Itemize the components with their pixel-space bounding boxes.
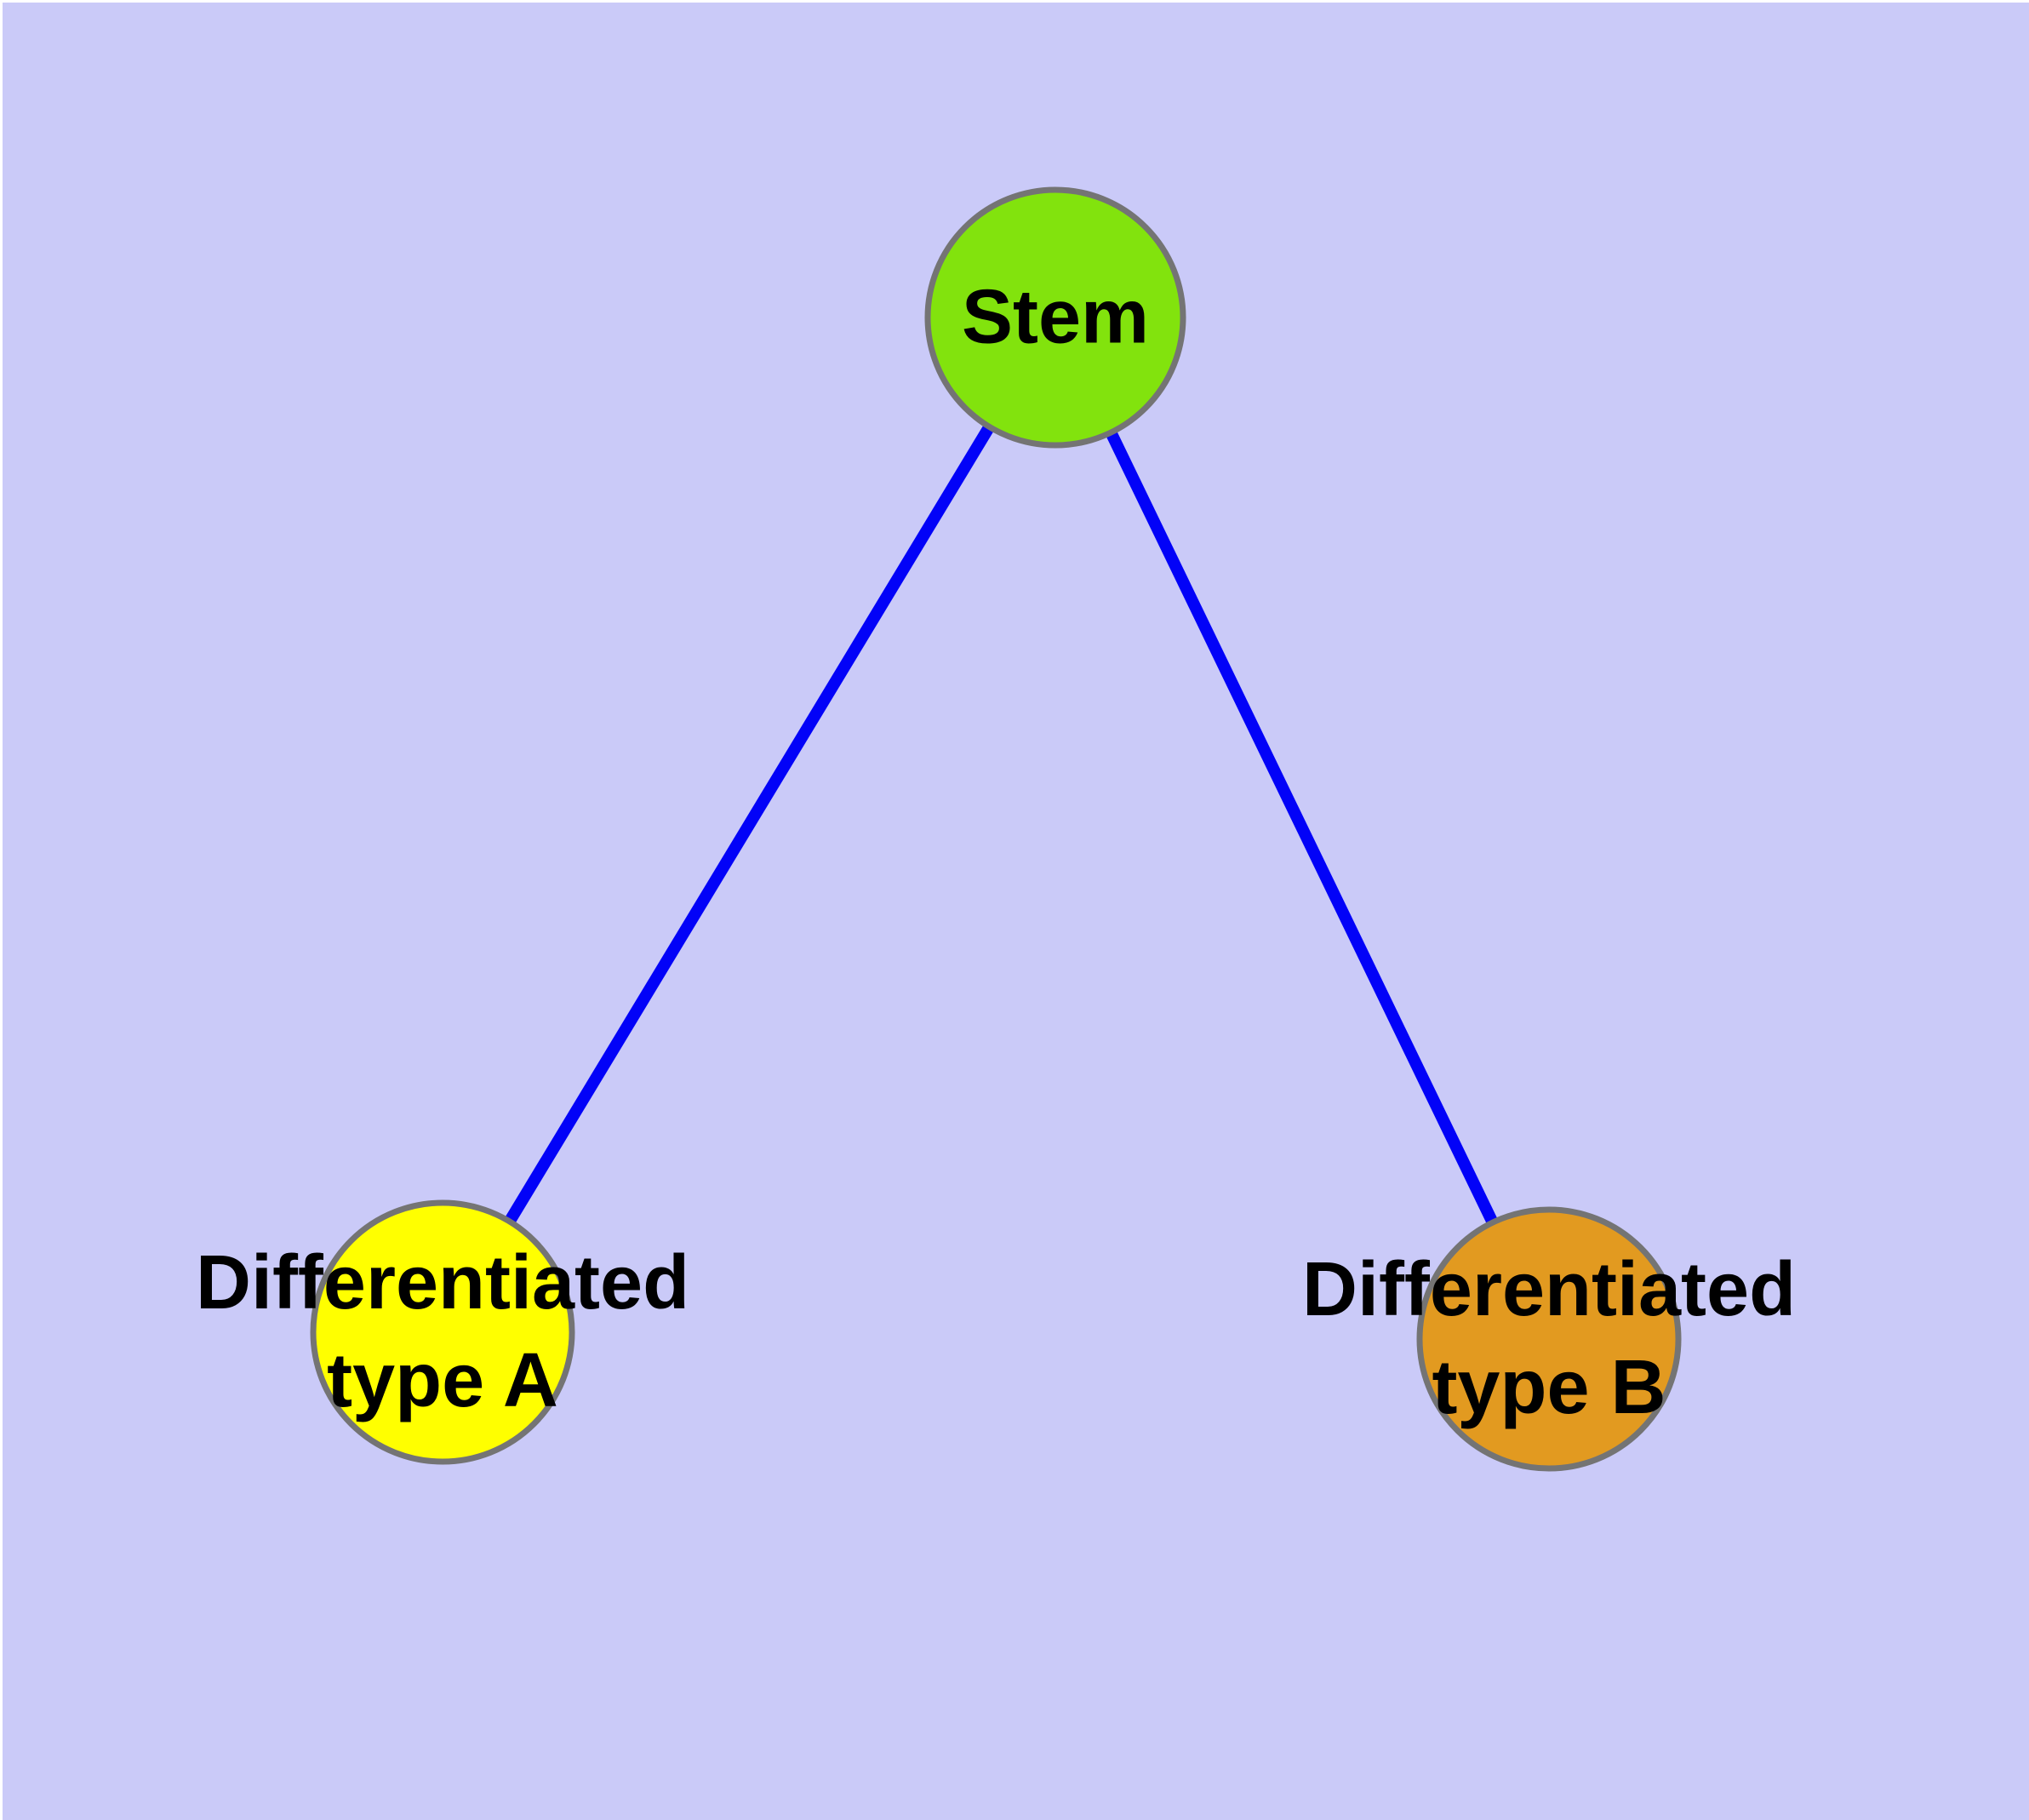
node-stem-circle [924, 186, 1186, 449]
edge-stem-to-type-a [437, 314, 1060, 1336]
node-type-b-circle [1416, 1206, 1682, 1472]
node-type-a-circle [310, 1199, 575, 1465]
edge-stem-to-type-b [1049, 314, 1555, 1342]
